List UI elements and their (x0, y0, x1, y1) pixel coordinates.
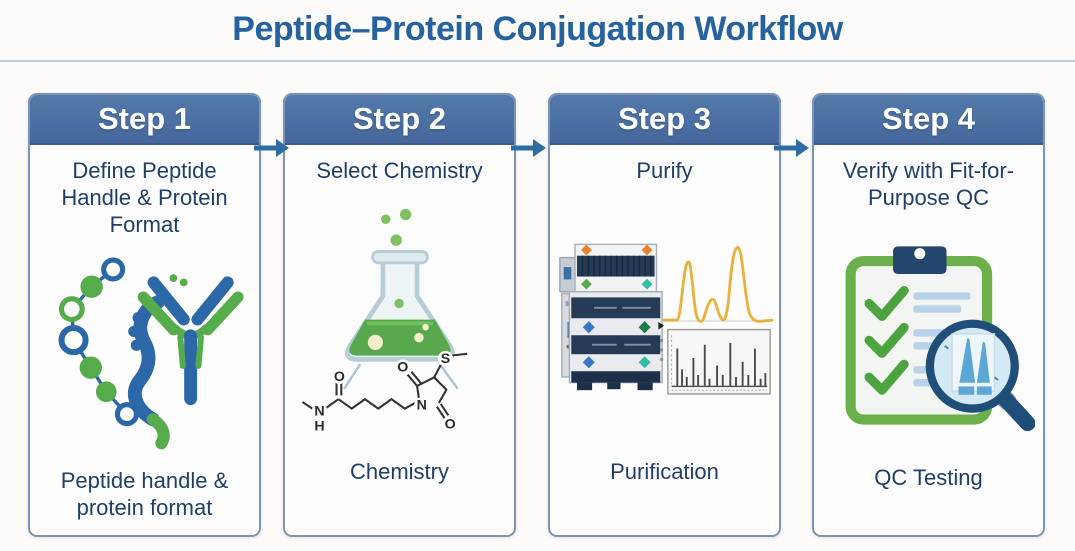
protein-squiggle-icon (127, 274, 188, 450)
peptide-chain-icon (57, 257, 139, 427)
step2-header: Step 2 (285, 95, 514, 145)
step3-caption: Purification (610, 458, 719, 484)
arrow-icon-2 (511, 139, 546, 157)
step1-label: Step 1 (97, 101, 192, 136)
hplc-machine-icon (558, 243, 663, 390)
step4-subtitle: Verify with Fit-for-Purpose QC (842, 158, 1015, 210)
clipboard-magnifier-icon (823, 237, 1035, 440)
flask-icon (344, 249, 455, 362)
flask-structure-icon: O N H N O O S (291, 206, 509, 438)
step4-header: Step 4 (814, 95, 1043, 145)
workflow-card-step2: Step 2 Select Chemistry (283, 93, 516, 537)
flask-bubbles-icon (380, 208, 411, 246)
step3-subtitle: Purify (636, 158, 693, 183)
peptide-antibody-icon (44, 254, 246, 452)
mass-spectrum-panel-icon (657, 321, 771, 395)
atom-o-amide: O (333, 369, 344, 385)
hplc-chromatogram-icon (556, 233, 774, 411)
magnifier-icon (925, 319, 1035, 431)
step1-header: Step 1 (30, 95, 259, 145)
title-divider (0, 60, 1075, 62)
step2-caption: Chemistry (349, 458, 449, 484)
atom-h-amide: H (314, 418, 324, 434)
connector-line-left (342, 363, 361, 390)
step3-header: Step 3 (550, 95, 779, 145)
workflow-card-step4: Step 4 Verify with Fit-for-Purpose QC (812, 93, 1045, 537)
atom-n-amide: N (314, 403, 324, 419)
chromatogram-icon (662, 245, 773, 323)
chemical-structure-icon (301, 352, 467, 419)
step1-subtitle: Define Peptide Handle & Protein Format (61, 158, 228, 237)
arrow-icon-3 (774, 139, 809, 157)
antibody-icon (137, 276, 244, 406)
atom-o-ring-bottom: O (444, 416, 455, 432)
step4-caption: QC Testing (874, 464, 983, 490)
step3-label: Step 3 (617, 101, 712, 136)
step1-caption: Peptide handle & protein format (60, 468, 229, 520)
step2-label: Step 2 (352, 101, 447, 136)
atom-s: S (440, 351, 449, 367)
chemical-structure-labels: O N H N O O S (311, 350, 458, 434)
page-title: Peptide–Protein Conjugation Workflow (232, 10, 843, 48)
connector-line-right (438, 363, 459, 390)
atom-n-ring: N (416, 397, 426, 413)
step2-subtitle: Select Chemistry (316, 158, 483, 183)
workflow-card-step3: Step 3 Purify (548, 93, 781, 537)
step4-label: Step 4 (881, 101, 976, 136)
arrow-icon-1 (254, 139, 289, 157)
atom-o-ring-top: O (397, 359, 408, 375)
workflow-card-step1: Step 1 Define Peptide Handle & Protein F… (28, 93, 261, 537)
